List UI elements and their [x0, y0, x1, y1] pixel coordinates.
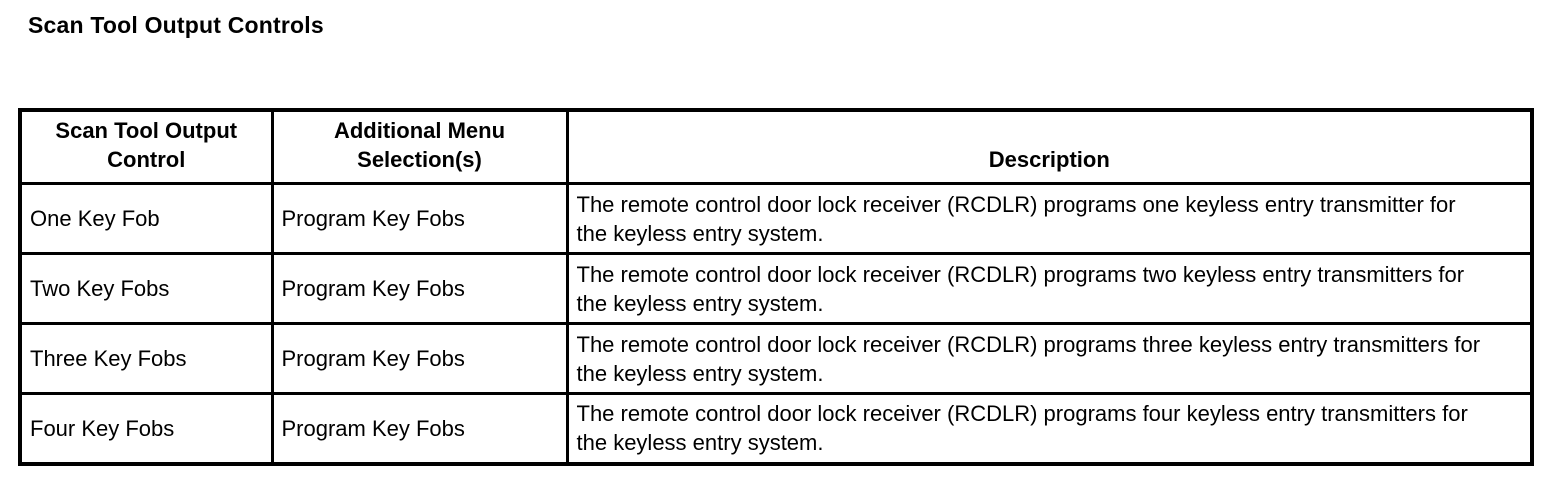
table-header: Scan Tool Output Control Additional Menu…	[18, 108, 1534, 185]
description-text: The remote control door lock receiver (R…	[576, 261, 1465, 316]
cell-output-control: One Key Fob	[18, 182, 274, 255]
table-row: Four Key Fobs Program Key Fobs The remot…	[18, 392, 1534, 465]
table-body: One Key Fob Program Key Fobs The remote …	[18, 182, 1534, 465]
column-header-menu-selection: Additional Menu Selection(s)	[270, 108, 569, 185]
table-row: Two Key Fobs Program Key Fobs The remote…	[18, 252, 1534, 325]
cell-output-control: Four Key Fobs	[18, 392, 274, 465]
page-title: Scan Tool Output Controls	[28, 12, 324, 38]
description-text: The remote control door lock receiver (R…	[576, 401, 1468, 456]
output-controls-table: Scan Tool Output Control Additional Menu…	[18, 108, 1534, 466]
cell-menu-selection: Program Key Fobs	[270, 322, 569, 395]
cell-menu-selection: Program Key Fobs	[270, 392, 569, 465]
cell-description: The remote control door lock receiver (R…	[565, 252, 1534, 325]
cell-output-control: Two Key Fobs	[18, 252, 274, 325]
cell-output-control: Three Key Fobs	[18, 322, 274, 395]
cell-description: The remote control door lock receiver (R…	[565, 392, 1534, 465]
description-text: The remote control door lock receiver (R…	[576, 191, 1456, 246]
cell-description: The remote control door lock receiver (R…	[565, 322, 1534, 395]
table-row: One Key Fob Program Key Fobs The remote …	[18, 182, 1534, 255]
description-text: The remote control door lock receiver (R…	[576, 331, 1481, 386]
column-header-description: Description	[565, 108, 1534, 185]
cell-description: The remote control door lock receiver (R…	[565, 182, 1534, 255]
cell-menu-selection: Program Key Fobs	[270, 182, 569, 255]
column-header-output-control: Scan Tool Output Control	[18, 108, 274, 185]
table-row: Three Key Fobs Program Key Fobs The remo…	[18, 322, 1534, 395]
header-row: Scan Tool Output Control Additional Menu…	[18, 108, 1534, 185]
cell-menu-selection: Program Key Fobs	[270, 252, 569, 325]
